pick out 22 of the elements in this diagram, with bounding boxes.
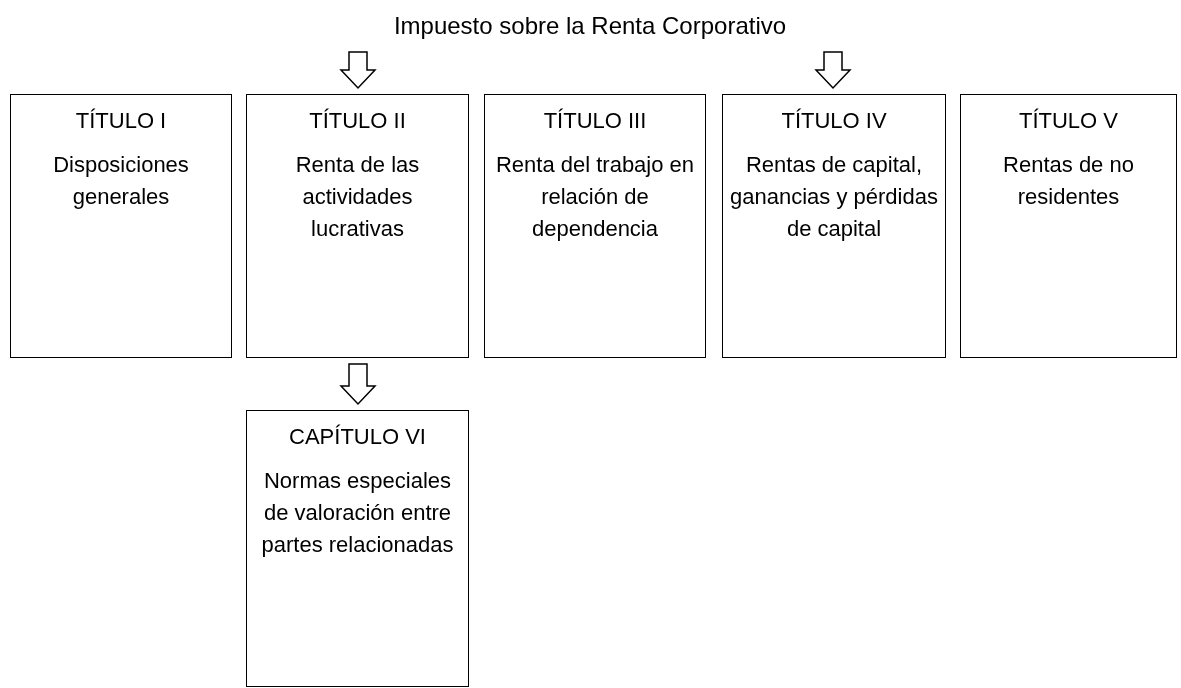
- section-box: [246, 410, 469, 687]
- section-box: [484, 94, 706, 358]
- section-heading: TÍTULO V: [1018, 107, 1119, 135]
- section-description: Normas especiales de valoración entre partes relacionadas: [260, 467, 455, 559]
- section-box: [10, 94, 232, 358]
- block-arrow: [339, 363, 377, 406]
- section-heading: TÍTULO III: [542, 107, 648, 135]
- section-box: [246, 94, 469, 358]
- section-description: Renta de las actividades lucrativas: [294, 151, 421, 243]
- section-description: Rentas de capital, ganancias y pérdidas de capital: [729, 151, 939, 243]
- heading-text: Impuesto sobre la Renta Corporativo: [380, 12, 800, 46]
- block-arrow: [814, 51, 852, 90]
- section-description: Renta del trabajo en relación de dependencia: [494, 151, 696, 243]
- section-heading: CAPÍTULO VI: [288, 423, 427, 451]
- section-description: Disposiciones generales: [52, 151, 190, 211]
- section-description: Rentas de no residentes: [1002, 151, 1135, 211]
- section-box: [722, 94, 946, 358]
- block-arrow: [339, 51, 377, 90]
- section-heading: TÍTULO IV: [780, 107, 888, 135]
- section-heading: TÍTULO II: [308, 107, 407, 135]
- section-heading: TÍTULO I: [74, 107, 168, 135]
- section-box: [960, 94, 1177, 358]
